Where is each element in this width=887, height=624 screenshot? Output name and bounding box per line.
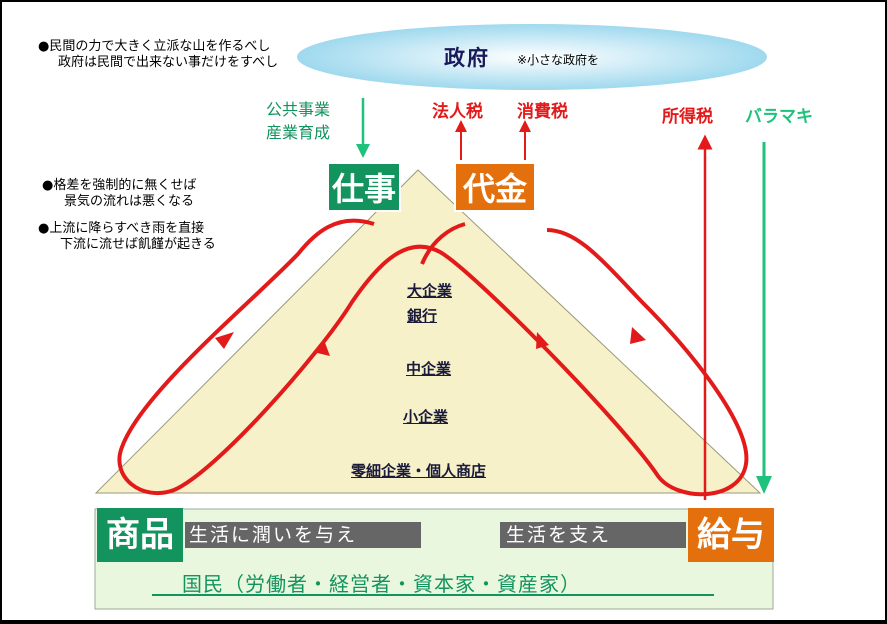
government-note: ※小さな政府を xyxy=(517,53,600,67)
government-label: 政府 xyxy=(444,46,490,70)
tier-micro-enterprise: 零細企業・個人商店 xyxy=(351,462,487,480)
note-middle2-line1: ●上流に降らすべき雨を直接 xyxy=(38,221,205,236)
public-works-line1: 公共事業 xyxy=(266,100,331,119)
pyramid xyxy=(94,169,762,494)
work-box: 仕事 xyxy=(327,162,401,212)
note-top-line2: 政府は民間で出来ない事だけをすべし xyxy=(58,55,279,70)
citizens-label: 国民（労働者・経営者・資本家・資産家） xyxy=(182,572,581,596)
government-oval xyxy=(297,24,767,90)
handout-arrowhead xyxy=(756,476,772,494)
left-loop xyxy=(117,218,749,497)
note-middle1-line2: 景気の流れは悪くなる xyxy=(64,194,195,209)
consumption-tax-label: 消費税 xyxy=(517,102,568,122)
public-works-arrowhead xyxy=(356,144,370,158)
loop-arrowhead-left-up xyxy=(313,340,330,356)
payment-box: 代金 xyxy=(454,162,536,212)
note-middle2-line2: 下流に流せば飢饉が起きる xyxy=(60,237,216,252)
tier-bank: 銀行 xyxy=(407,307,438,325)
note-top-line1: ●民間の力で大きく立派な山を作るべし xyxy=(38,39,271,54)
loop-arrowhead-left-down xyxy=(215,332,234,349)
enrich-life-bar: 生活に潤いを与え xyxy=(185,522,421,548)
loop-arrowhead-right-down xyxy=(630,327,646,344)
loop-arrowhead-right-up xyxy=(536,332,549,349)
tier-medium-enterprise: 中企業 xyxy=(406,360,452,378)
corporate-tax-label: 法人税 xyxy=(432,102,483,122)
right-loop xyxy=(420,222,466,265)
tier-small-enterprise: 小企業 xyxy=(403,408,449,426)
goods-box: 商品 xyxy=(97,508,183,562)
income-tax-label: 所得税 xyxy=(662,107,713,127)
wage-box: 給与 xyxy=(688,508,774,562)
public-works-line2: 産業育成 xyxy=(266,123,331,142)
note-middle1-line1: ●格差を強制的に無くせば xyxy=(42,178,197,193)
tier-large-enterprise: 大企業 xyxy=(407,282,453,300)
support-life-bar: 生活を支え xyxy=(500,522,686,548)
handout-label: バラマキ xyxy=(745,107,813,127)
